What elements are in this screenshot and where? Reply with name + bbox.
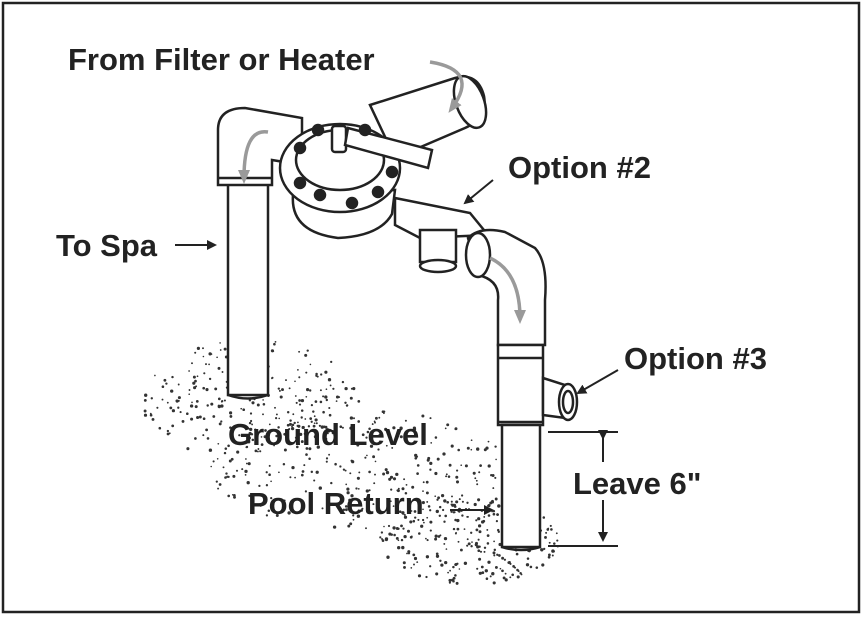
diverter-valve — [278, 122, 434, 240]
option2-tee — [393, 196, 547, 347]
pool-return-pipe — [496, 343, 545, 552]
option3-port — [541, 376, 579, 422]
callout-arrows — [175, 179, 619, 515]
spa-pipe — [216, 106, 304, 400]
option2-label: Option #2 — [508, 150, 651, 185]
pool-return-label: Pool Return — [248, 486, 424, 521]
to-spa-label: To Spa — [56, 228, 158, 263]
ground-stipple — [143, 341, 559, 585]
flow-arrows — [238, 60, 526, 324]
leave-dimension — [548, 430, 618, 547]
leave-label: Leave 6" — [573, 466, 702, 501]
from-filter-label: From Filter or Heater — [68, 42, 375, 77]
option3-label: Option #3 — [624, 341, 767, 376]
ground-level-label: Ground Level — [228, 417, 428, 452]
